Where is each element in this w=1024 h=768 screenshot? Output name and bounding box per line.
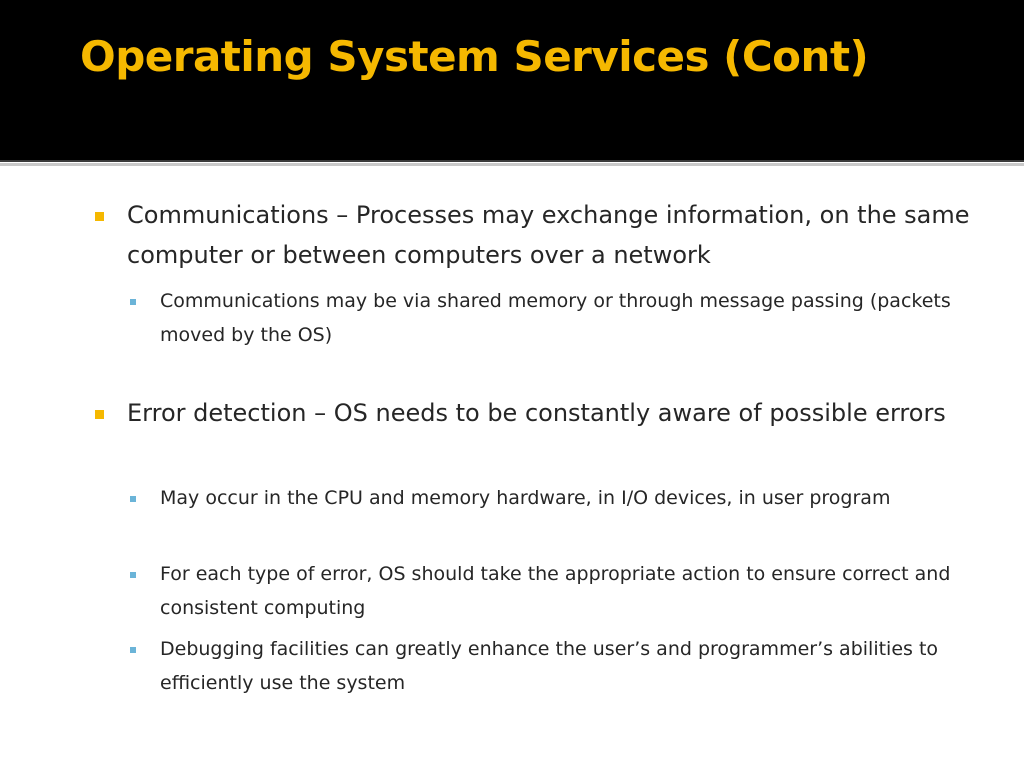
square-bullet-icon xyxy=(95,410,104,419)
subbullet-text: Communications may be via shared memory … xyxy=(160,290,951,346)
slide-title: Operating System Services (Cont) xyxy=(80,32,869,81)
title-divider-dark xyxy=(0,160,1024,162)
square-bullet-icon xyxy=(130,496,136,502)
bullet-text: Communications – Processes may exchange … xyxy=(127,201,970,269)
subbullet-text: Debugging facilities can greatly enhance… xyxy=(160,638,939,694)
subbullet-text: May occur in the CPU and memory hardware… xyxy=(160,487,891,509)
square-bullet-icon xyxy=(130,299,136,305)
square-bullet-icon xyxy=(130,647,136,653)
title-divider-light xyxy=(0,163,1024,166)
bullet-text: Error detection – OS needs to be constan… xyxy=(127,399,946,427)
title-bar: Operating System Services (Cont) xyxy=(0,0,1024,160)
square-bullet-icon xyxy=(130,572,136,578)
square-bullet-icon xyxy=(95,212,104,221)
subbullet-text: For each type of error, OS should take t… xyxy=(160,563,951,619)
